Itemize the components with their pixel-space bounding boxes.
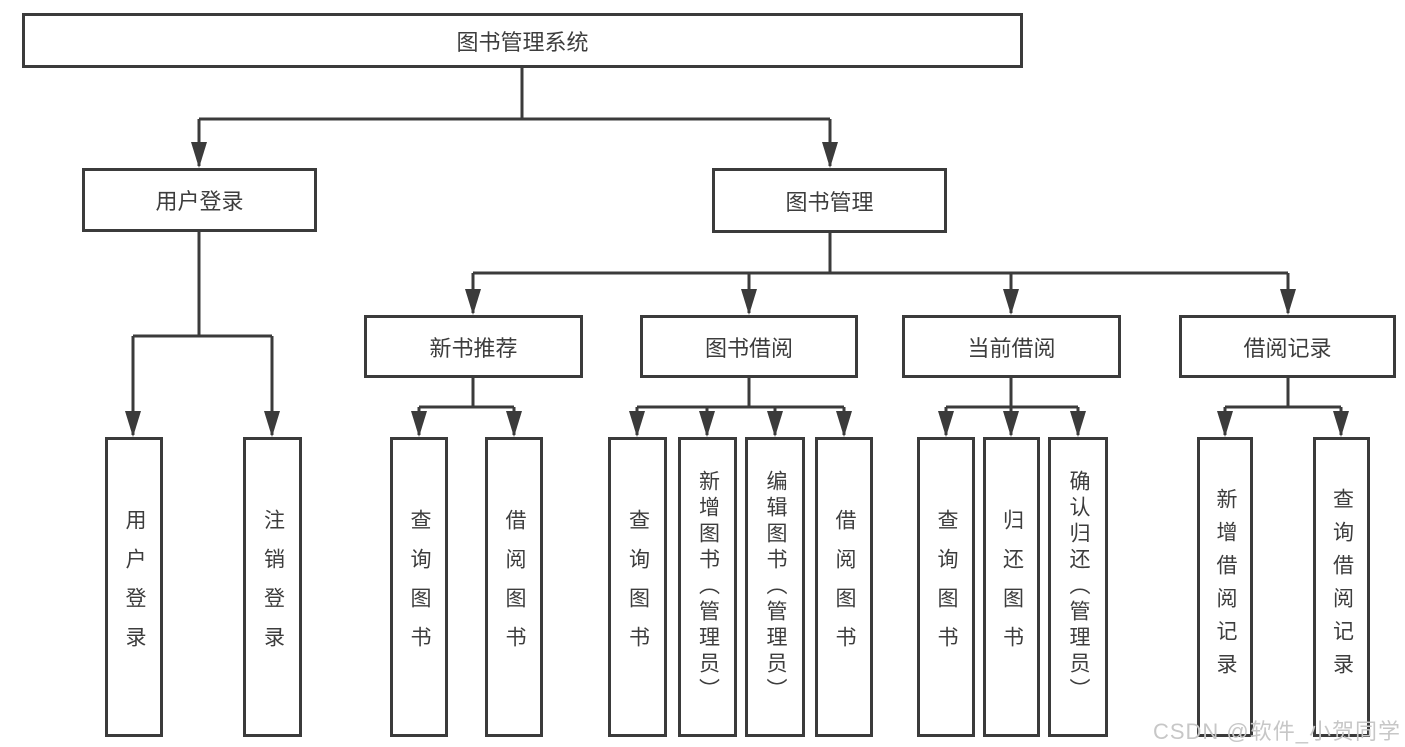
arrowheads	[125, 142, 1349, 437]
leaf-query-book-2: 查询图书	[608, 437, 667, 737]
arrowhead-icon	[506, 411, 522, 437]
arrowhead-icon	[1333, 411, 1349, 437]
node-current-borrow: 当前借阅	[902, 315, 1121, 378]
leaf-return-book: 归还图书	[983, 437, 1040, 737]
leaf-add-book-admin: 新增图书（管理员）	[678, 437, 737, 737]
arrowhead-icon	[1003, 411, 1019, 437]
arrowhead-icon	[411, 411, 427, 437]
node-root: 图书管理系统	[22, 13, 1023, 68]
arrowhead-icon	[1003, 289, 1019, 315]
node-borrow-record: 借阅记录	[1179, 315, 1396, 378]
node-new-book-recommend: 新书推荐	[364, 315, 583, 378]
arrowhead-icon	[191, 142, 207, 168]
arrowhead-icon	[938, 411, 954, 437]
leaf-query-borrow-record: 查询借阅记录	[1313, 437, 1370, 737]
leaf-edit-book-admin: 编辑图书（管理员）	[745, 437, 805, 737]
leaf-borrow-book-1: 借阅图书	[485, 437, 543, 737]
leaf-user-login: 用户登录	[105, 437, 163, 737]
arrowhead-icon	[767, 411, 783, 437]
arrowhead-icon	[629, 411, 645, 437]
leaf-query-book-1: 查询图书	[390, 437, 448, 737]
node-user-login: 用户登录	[82, 168, 317, 232]
leaf-logout: 注销登录	[243, 437, 302, 737]
arrowhead-icon	[836, 411, 852, 437]
leaf-query-book-3: 查询图书	[917, 437, 975, 737]
leaf-add-borrow-record: 新增借阅记录	[1197, 437, 1253, 737]
connector-path	[131, 68, 1343, 435]
arrowhead-icon	[822, 142, 838, 168]
arrowhead-icon	[1280, 289, 1296, 315]
leaf-borrow-book-2: 借阅图书	[815, 437, 873, 737]
arrowhead-icon	[264, 411, 280, 437]
arrowhead-icon	[1217, 411, 1233, 437]
node-book-borrow: 图书借阅	[640, 315, 858, 378]
arrowhead-icon	[741, 289, 757, 315]
leaf-confirm-return-admin: 确认归还（管理员）	[1048, 437, 1108, 737]
arrowhead-icon	[465, 289, 481, 315]
arrowhead-icon	[125, 411, 141, 437]
node-book-management: 图书管理	[712, 168, 947, 233]
arrowhead-icon	[699, 411, 715, 437]
arrowhead-icon	[1070, 411, 1086, 437]
